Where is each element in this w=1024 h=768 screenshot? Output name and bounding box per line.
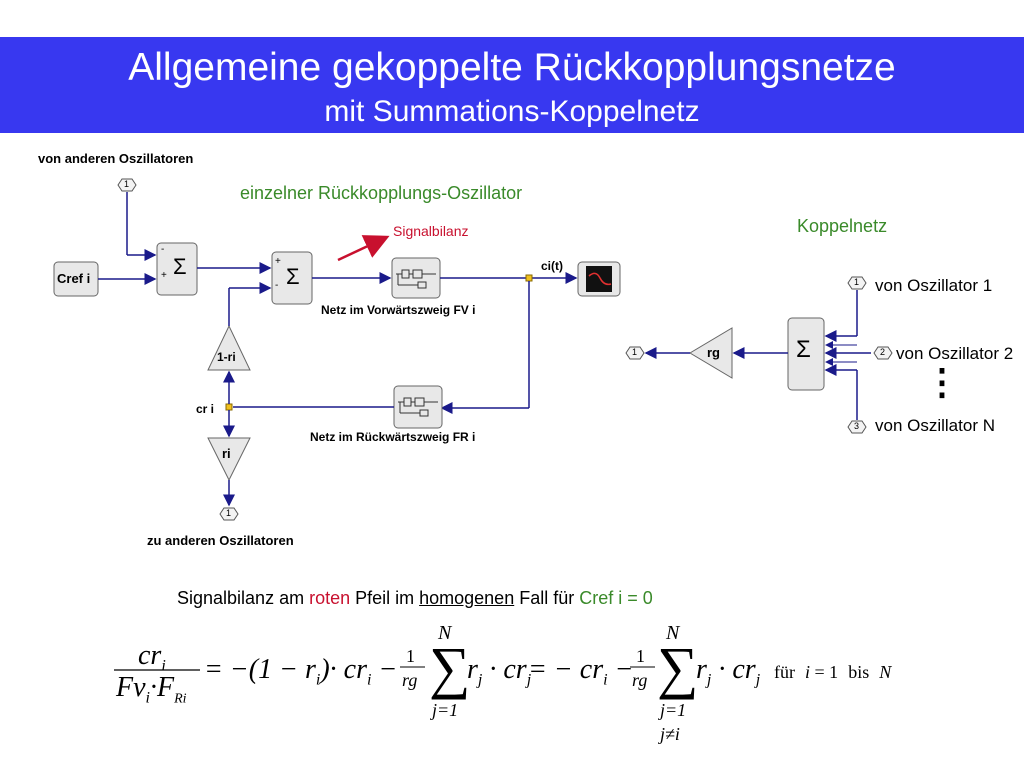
ci-label: ci(t) [541, 259, 563, 273]
balance-sentence: Signalbilanz am roten Pfeil im homogenen… [177, 588, 653, 608]
gain-rg [689, 327, 733, 379]
sum2-bottom: j=1 [660, 700, 687, 720]
sum1-minus: - [161, 244, 165, 255]
range-text: für i = 1 bis N [774, 662, 892, 682]
label-single-oscillator: einzelner Rückkopplungs-Oszillator [240, 183, 523, 203]
frac2-one: 1 [636, 646, 645, 666]
frac1-one: 1 [406, 646, 415, 666]
label-from-others: von anderen Oszillatoren [38, 151, 194, 166]
label-from-osc-2: von Oszillator 2 [896, 344, 1014, 363]
rhs-term-2: = − cri − [528, 654, 634, 689]
backward-net-label: Netz im Rückwärtszweig FR i [310, 430, 476, 444]
sum1-bottom: j=1 [432, 700, 459, 720]
coupling-sum-block [787, 317, 825, 391]
label-coupling-net: Koppelnetz [797, 216, 888, 236]
vertical-dots: ⋮ [924, 361, 960, 402]
coupling-port-3-label: 3 [854, 421, 860, 431]
lhs-denominator: Fvi·FRi [116, 672, 187, 707]
sum1-term: rj · crj [467, 654, 532, 689]
gain-ri-label: ri [222, 446, 231, 461]
sum1-plus: + [161, 270, 167, 281]
port-1-label: 1 [124, 179, 130, 189]
label-from-osc-1: von Oszillator 1 [875, 276, 993, 295]
port-3-coupling-in [847, 420, 867, 434]
forward-net-label: Netz im Vorwärtszweig FV i [321, 303, 476, 317]
rg-label: rg [707, 345, 720, 360]
sum1-top: N [438, 622, 452, 644]
cri-label: cr i [196, 402, 215, 416]
label-from-osc-n: von Oszillator N [875, 416, 995, 435]
gain-1-ri-label: 1-ri [217, 350, 236, 364]
page-subtitle: mit Summations-Koppelnetz [324, 95, 700, 128]
coupling-port-2-label: 2 [880, 347, 886, 357]
title-bar: Allgemeine gekoppelte Rückkopplungsnetze… [0, 37, 1024, 133]
gain-ri [207, 437, 251, 482]
frac2-rg: rg [632, 670, 648, 690]
label-signalbilanz: Signalbilanz [393, 223, 469, 239]
coupling-port-1-label: 1 [854, 277, 860, 287]
cref-label: Cref i [57, 271, 91, 286]
sum2-plus: + [275, 256, 281, 267]
sum-block-1 [156, 242, 198, 296]
port-1-input [117, 178, 137, 192]
sum2-minus: - [275, 280, 279, 291]
port-1-coupling-in [847, 276, 867, 290]
port-1-coupling-out [625, 346, 645, 360]
page-title: Allgemeine gekoppelte Rückkopplungsnetze [128, 46, 896, 89]
sum1-symbol: ∑ [429, 635, 471, 700]
port-2-coupling-in [873, 346, 893, 360]
backward-net-block [393, 385, 443, 429]
coupling-out-port-label: 1 [632, 347, 638, 357]
port-1-output-label: 1 [226, 508, 232, 518]
label-to-others: zu anderen Oszillatoren [147, 533, 294, 548]
sum1-sigma: Σ [173, 254, 187, 279]
sum2-symbol: ∑ [657, 635, 699, 700]
rhs-term-1: = −(1 − ri)· cri − [204, 654, 398, 689]
lhs-numerator: cri [138, 640, 166, 675]
sum2-term: rj · crj [696, 654, 761, 689]
coupling-sigma: Σ [796, 336, 811, 363]
gain-1-minus-ri [207, 324, 251, 371]
sum2-bottom-2: j≠i [660, 724, 680, 744]
frac1-rg: rg [402, 670, 418, 690]
sum2-sigma: Σ [286, 264, 300, 289]
sum2-top: N [666, 622, 680, 644]
port-1-output [219, 507, 239, 521]
